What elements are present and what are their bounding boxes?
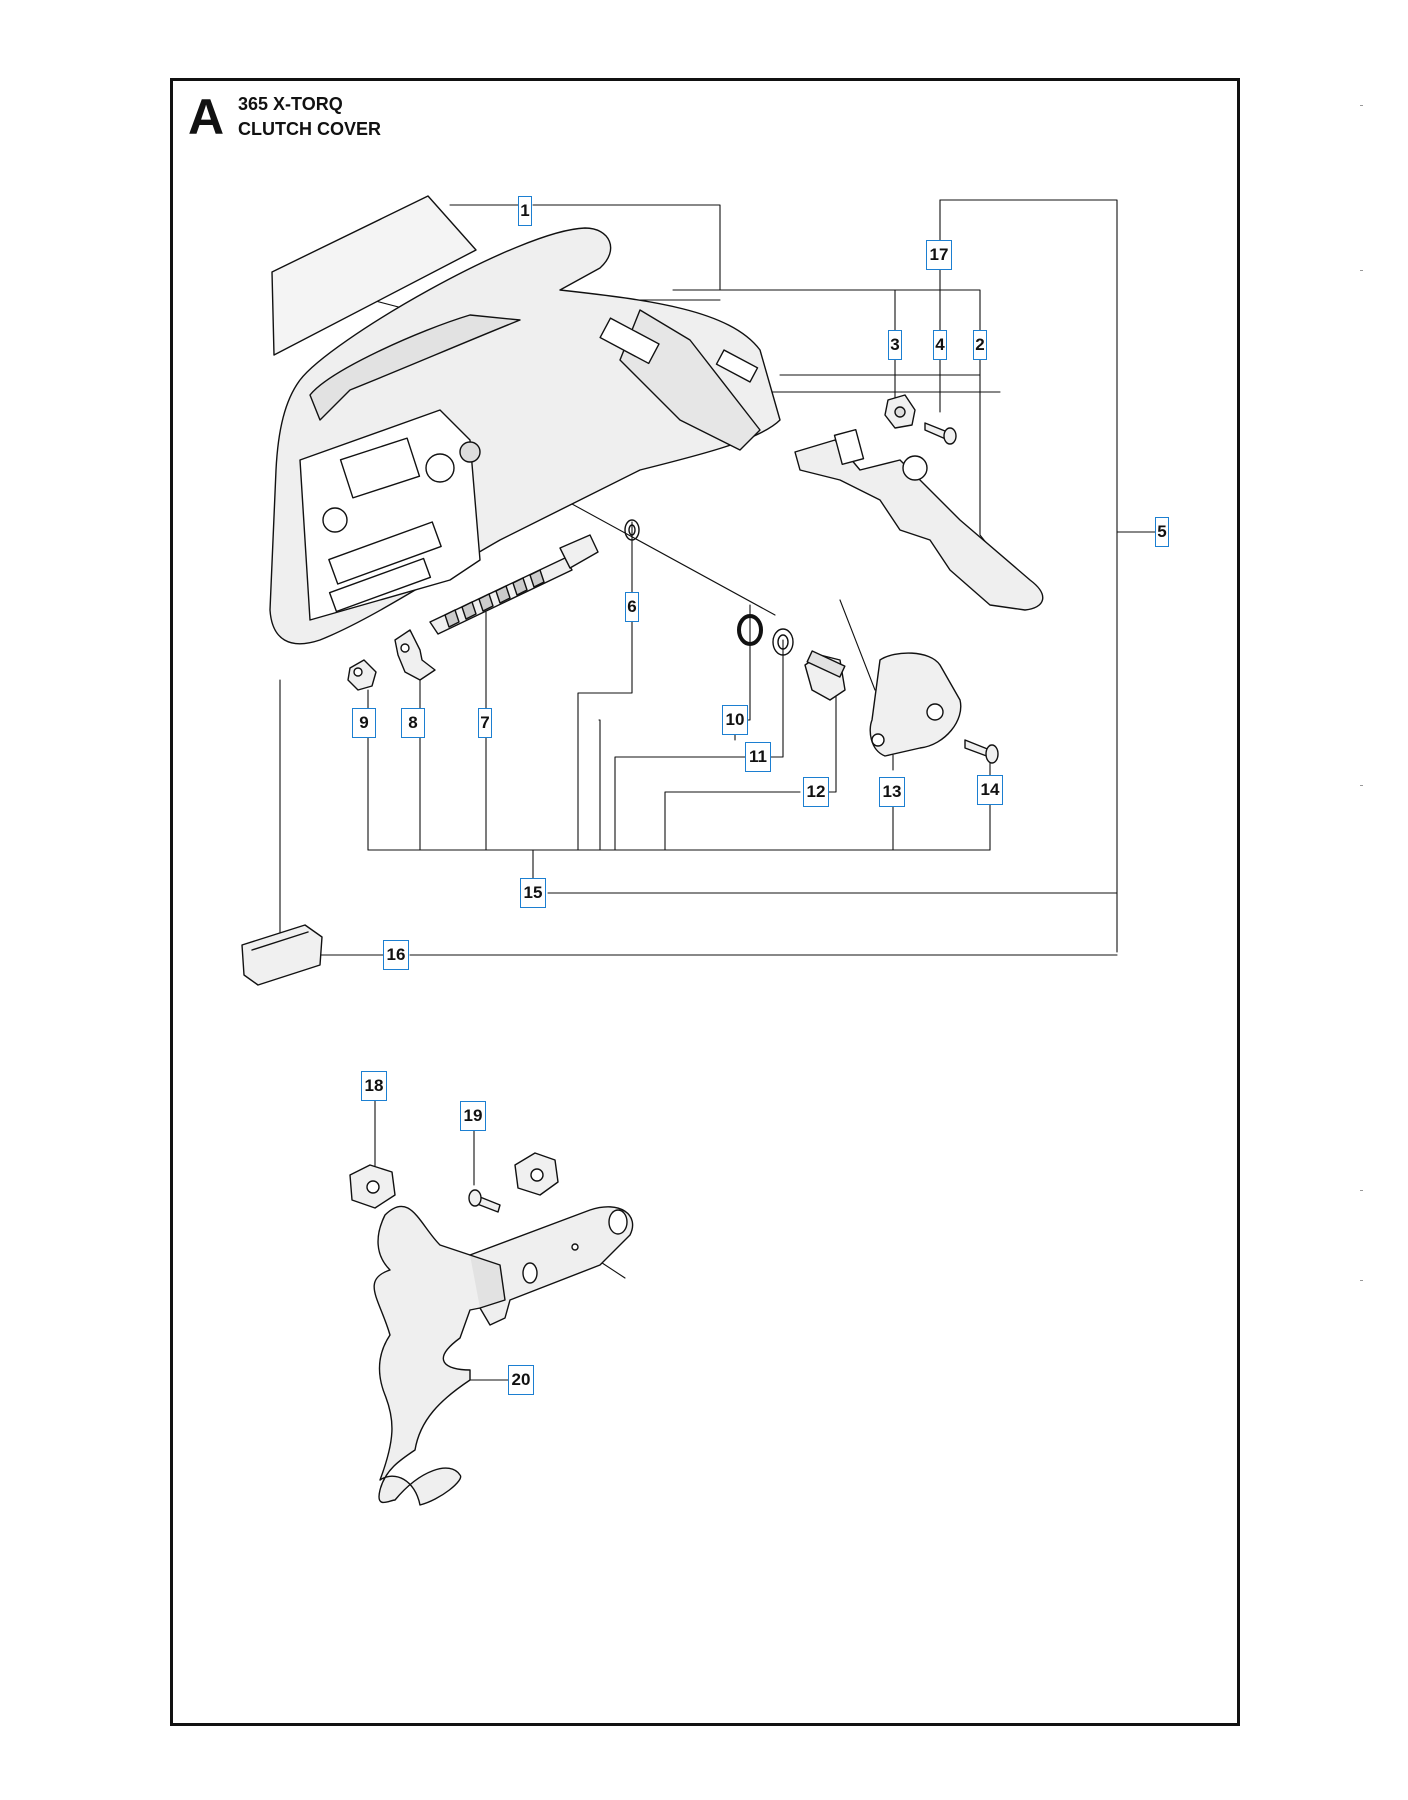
drive-gear: [804, 650, 846, 701]
spike-nut-right: [514, 1152, 559, 1196]
spring-nut: [884, 394, 916, 429]
spike-nut-left: [349, 1164, 396, 1209]
clutch-cover-housing: [269, 227, 781, 645]
callout-17[interactable]: 17: [926, 240, 952, 270]
callout-8[interactable]: 8: [401, 708, 425, 738]
callout-18[interactable]: 18: [361, 1071, 387, 1101]
callout-20[interactable]: 20: [508, 1365, 534, 1395]
callout-16[interactable]: 16: [383, 940, 409, 970]
mounting-screw: [924, 422, 957, 445]
decal-plate: [271, 195, 477, 356]
edge-mark: [1360, 105, 1363, 106]
pad: [241, 924, 323, 986]
tensioner-screw: [429, 534, 599, 635]
callout-15[interactable]: 15: [520, 878, 546, 908]
edge-mark: [1360, 785, 1363, 786]
diagram-frame: [170, 78, 1240, 1726]
washer: [624, 519, 640, 541]
screw: [964, 739, 999, 764]
thrust-washer: [772, 628, 794, 656]
callout-12[interactable]: 12: [803, 777, 829, 807]
chain-guide: [794, 428, 1044, 611]
edge-mark: [1360, 1280, 1363, 1281]
bushing: [347, 659, 377, 691]
callout-10[interactable]: 10: [722, 705, 748, 735]
callout-9[interactable]: 9: [352, 708, 376, 738]
model-name: 365 X-TORQ: [238, 94, 343, 114]
tensioner-nut: [394, 629, 436, 681]
callout-13[interactable]: 13: [879, 777, 905, 807]
section-letter: A: [188, 89, 225, 145]
edge-mark: [1360, 270, 1363, 271]
bumper-spike: [373, 1205, 634, 1506]
callout-1[interactable]: 1: [518, 196, 532, 226]
callout-11[interactable]: 11: [745, 742, 771, 772]
spike-bolt: [468, 1189, 501, 1213]
callout-14[interactable]: 14: [977, 775, 1003, 805]
edge-mark: [1360, 1190, 1363, 1191]
callout-2[interactable]: 2: [973, 330, 987, 360]
callout-6[interactable]: 6: [625, 592, 639, 622]
side-plate: [869, 652, 962, 757]
o-ring: [737, 614, 763, 646]
callout-19[interactable]: 19: [460, 1101, 486, 1131]
callout-3[interactable]: 3: [888, 330, 902, 360]
callout-5[interactable]: 5: [1155, 517, 1169, 547]
callout-4[interactable]: 4: [933, 330, 947, 360]
callout-7[interactable]: 7: [478, 708, 492, 738]
diagram-title: CLUTCH COVER: [238, 119, 381, 139]
